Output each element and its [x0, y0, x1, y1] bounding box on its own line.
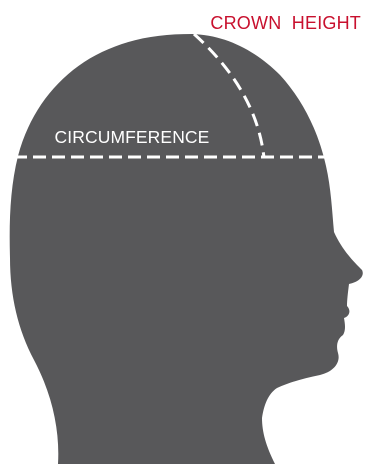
- crown-height-label: CROWN HEIGHT: [210, 13, 361, 33]
- head-silhouette: [10, 34, 363, 464]
- circumference-label: CIRCUMFERENCE: [55, 127, 210, 147]
